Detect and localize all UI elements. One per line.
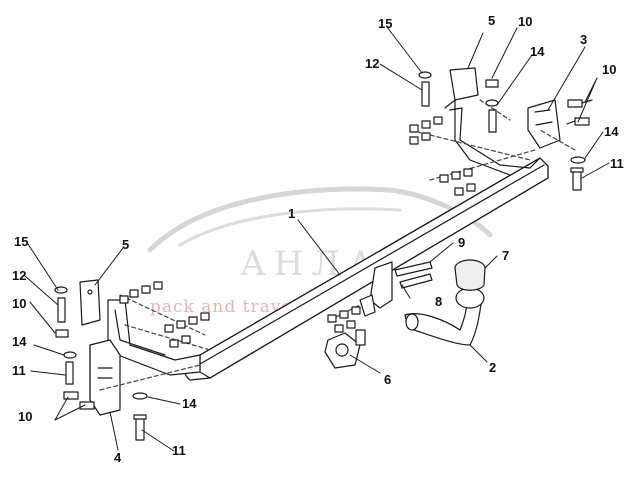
tow-ball-mount: [404, 287, 485, 346]
left-bracket: [79, 279, 201, 416]
callout-12-right: 12: [365, 56, 379, 71]
callout-labels: 1 2 3 4 5 5 6 7 8 9 10 10 10 10 11 11 11…: [12, 13, 624, 465]
callout-11-bottom: 11: [172, 443, 186, 458]
mount-bolts-8-9: [394, 261, 433, 289]
callout-11-left: 11: [12, 363, 26, 378]
right-bracket: [444, 67, 561, 176]
bolt-right-12: [418, 71, 432, 107]
center-mount-bracket: [359, 261, 393, 317]
callout-6: 6: [384, 372, 391, 387]
callout-1: 1: [288, 206, 295, 221]
callout-11-right: 11: [610, 156, 624, 171]
bolt-right-11: [570, 167, 584, 191]
callout-14-top: 14: [530, 44, 545, 59]
callout-4: 4: [114, 450, 122, 465]
fastener-cluster-left-top: [119, 281, 163, 304]
callout-3: 3: [580, 32, 587, 47]
callout-10-left: 10: [12, 296, 26, 311]
bolt-left-10-bottom: [63, 391, 95, 410]
bolt-left-12: [54, 286, 68, 323]
callout-15-right: 15: [378, 16, 392, 31]
bolt-bottom-14-11: [132, 392, 148, 441]
callout-14-left: 14: [12, 334, 27, 349]
callout-2: 2: [489, 360, 496, 375]
callout-15-left: 15: [14, 234, 28, 249]
callout-5-left: 5: [122, 237, 129, 252]
callout-5-right: 5: [488, 13, 495, 28]
bolt-right-10-top: [485, 79, 499, 88]
callout-8: 8: [435, 294, 442, 309]
callout-12-left: 12: [12, 268, 26, 283]
callout-9: 9: [458, 235, 465, 250]
bolt-left-14-11: [63, 351, 77, 385]
watermark-tagline: pack and travel: [150, 297, 299, 317]
fastener-cluster-right-mid: [439, 168, 476, 196]
leader-lines: [24, 26, 610, 452]
socket-plate: [324, 329, 366, 369]
washer-right-14: [570, 156, 586, 164]
callout-7: 7: [502, 248, 509, 263]
fastener-cluster-right-top: [409, 116, 443, 145]
callout-14-right: 14: [604, 124, 619, 139]
bolt-right-14-vert: [485, 99, 499, 133]
callout-10-bottom-left: 10: [18, 409, 32, 424]
callout-14-bottom: 14: [182, 396, 197, 411]
bolt-left-10: [55, 329, 69, 338]
fastener-cluster-center: [327, 306, 361, 333]
callout-10-right: 10: [602, 62, 616, 77]
ball-cover: [454, 259, 486, 291]
callout-10-top-right: 10: [518, 14, 532, 29]
fastener-cluster-left-mid: [164, 312, 210, 348]
bolt-right-10: [566, 99, 593, 126]
